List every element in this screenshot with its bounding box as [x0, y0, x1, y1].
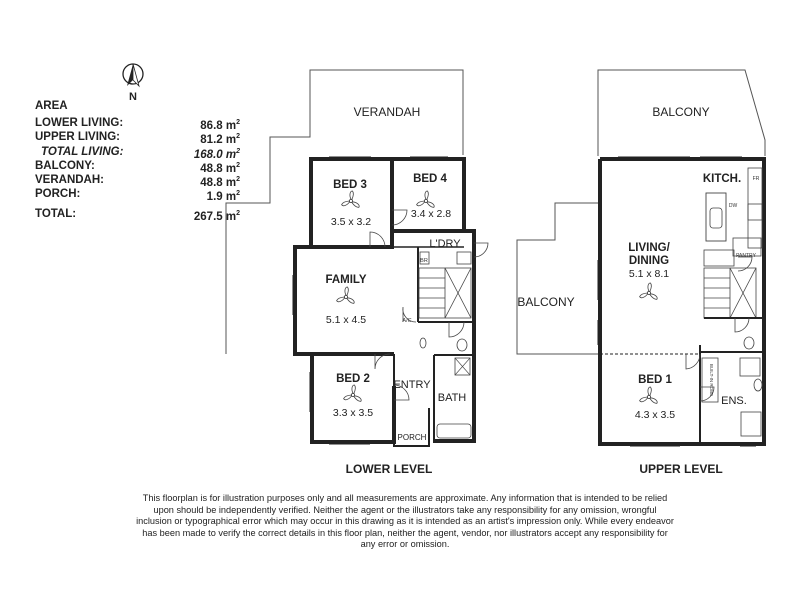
verandah-outline — [225, 69, 464, 354]
balcony-left-label: BALCONY — [517, 295, 574, 309]
upper-level-plan: BALCONY BALCONY KITCH. FR DW PANTRY LIVI… — [516, 69, 766, 476]
area-row-upper-living: UPPER LIVING: 81.2 m2 — [35, 130, 240, 147]
family-size: 5.1 x 4.5 — [326, 314, 366, 326]
area-row-porch: PORCH: 1.9 m2 — [35, 187, 240, 204]
bed3-size: 3.5 x 3.2 — [331, 216, 371, 228]
area-row-total: TOTAL: 267.5 m2 — [35, 207, 240, 223]
fr-tag: FR — [753, 176, 760, 182]
area-value: 267.5 m2 — [193, 209, 240, 223]
lower-right-wall — [433, 229, 476, 443]
bed2-size: 3.3 x 3.5 — [333, 407, 373, 419]
area-label: BALCONY: — [35, 159, 95, 172]
bed3-label: BED 3 — [333, 179, 367, 191]
lower-stairs — [418, 267, 472, 319]
lower-level-title: LOWER LEVEL — [346, 462, 433, 476]
area-value: 86.8 m2 — [200, 119, 240, 132]
family-label: FAMILY — [325, 274, 366, 286]
entry-label: ENTRY — [393, 379, 431, 391]
upper-outer-wall — [598, 157, 766, 446]
robe-tag: BUILT-IN ROBE — [709, 364, 714, 396]
balcony-top-label: BALCONY — [652, 105, 709, 119]
kitchen-label: KITCH. — [703, 173, 741, 185]
laundry-label: L'DRY — [429, 238, 461, 250]
bath-label: BATH — [438, 392, 467, 404]
area-value: 168.0 m2 — [193, 147, 240, 161]
area-row-balcony: BALCONY: 48.8 m2 — [35, 159, 240, 175]
balcony-left-outline — [516, 202, 600, 355]
area-label: TOTAL: — [35, 207, 77, 220]
living-size: 5.1 x 8.1 — [629, 268, 669, 280]
living-label-2: DINING — [629, 255, 669, 267]
bed4-size: 3.4 x 2.8 — [411, 208, 451, 220]
area-table: AREA LOWER LIVING: 86.8 m2 UPPER LIVING:… — [35, 100, 240, 223]
porch-label: PORCH — [398, 433, 427, 442]
balcony-top-outline — [597, 69, 766, 156]
ensuite-label: ENS. — [721, 395, 747, 407]
verandah-label: VERANDAH — [354, 105, 421, 119]
area-label: PORCH: — [35, 188, 81, 201]
ac-tag: A/C — [402, 318, 411, 324]
compass-north-label: N — [129, 91, 137, 103]
bed2-wall — [310, 354, 396, 444]
porch-wall — [393, 408, 430, 447]
bed4-wall — [390, 157, 466, 233]
upper-stairs — [703, 267, 757, 319]
bed4-label: BED 4 — [413, 173, 447, 185]
area-label: LOWER LIVING: — [35, 117, 124, 129]
br-tag: BR — [420, 258, 428, 264]
area-value: 48.8 m2 — [200, 176, 240, 190]
area-row-total-living: TOTAL LIVING: 168.0 m2 — [35, 145, 240, 161]
bed1-size: 4.3 x 3.5 — [635, 409, 675, 421]
area-row-lower-living: LOWER LIVING: 86.8 m2 — [35, 116, 240, 132]
area-label: TOTAL LIVING: — [41, 145, 124, 158]
area-label: VERANDAH: — [35, 174, 104, 187]
dw-tag: DW — [729, 203, 738, 209]
pantry-tag: PANTRY — [736, 253, 756, 259]
disclaimer-text: This floorplan is for illustration purpo… — [136, 493, 674, 550]
area-title: AREA — [35, 100, 68, 112]
bed1-label: BED 1 — [638, 374, 672, 386]
family-wall — [293, 245, 394, 356]
area-value: 1.9 m2 — [206, 190, 240, 204]
living-label: LIVING/ — [628, 242, 670, 254]
bed3-wall — [309, 157, 394, 249]
upper-level-title: UPPER LEVEL — [639, 462, 722, 476]
area-value: 81.2 m2 — [200, 133, 240, 147]
lower-level-plan: VERANDAH BED 3 3.5 x 3.2 BED 4 3.4 x 2.8… — [225, 69, 489, 476]
bed2-label: BED 2 — [336, 373, 370, 385]
area-value: 48.8 m2 — [200, 161, 240, 175]
area-label: UPPER LIVING: — [35, 131, 120, 144]
area-row-verandah: VERANDAH: 48.8 m2 — [35, 173, 240, 190]
north-compass-icon: N — [122, 63, 144, 103]
